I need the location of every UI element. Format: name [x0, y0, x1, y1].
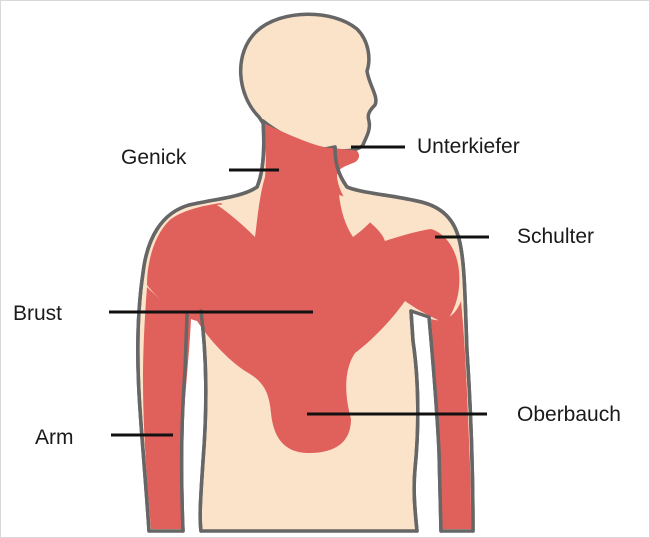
head [241, 14, 376, 151]
label-arm: Arm [35, 427, 74, 448]
label-oberbauch: Oberbauch [517, 404, 621, 425]
label-genick: Genick [121, 147, 186, 168]
label-unterkiefer: Unterkiefer [417, 136, 520, 157]
label-schulter: Schulter [517, 226, 594, 247]
label-brust: Brust [13, 303, 62, 324]
